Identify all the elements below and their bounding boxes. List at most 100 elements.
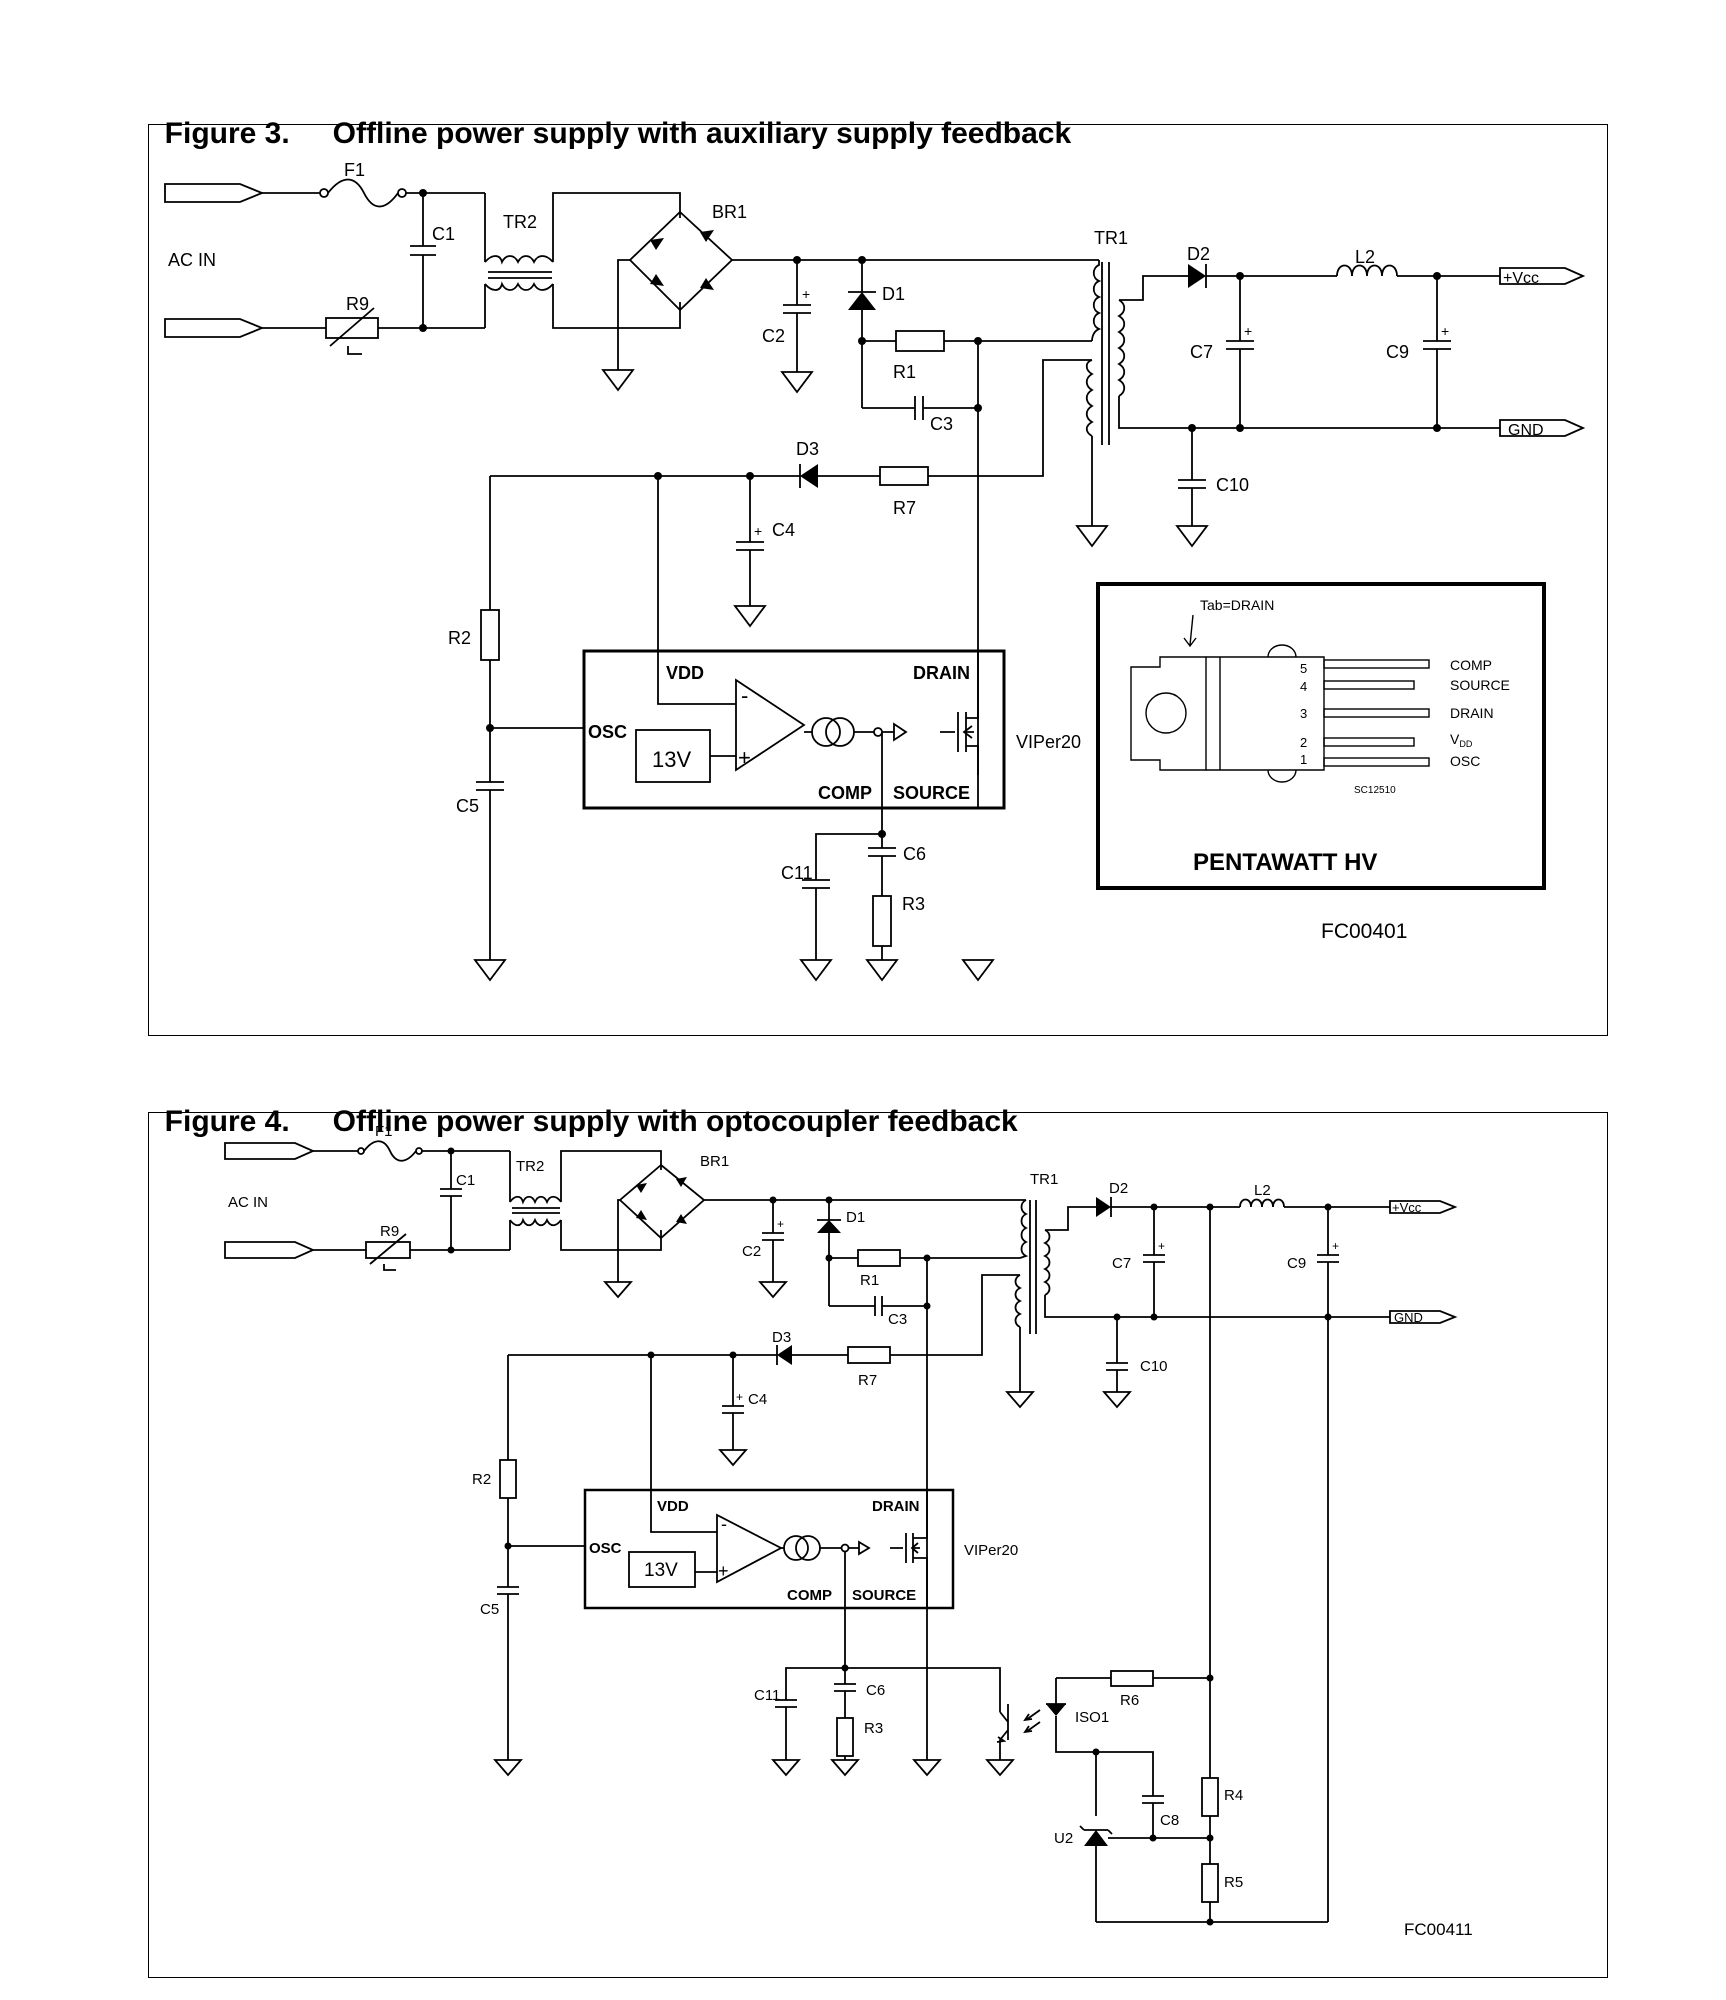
inductor-l2 — [1206, 1198, 1390, 1211]
ic-source-label: SOURCE — [893, 783, 970, 803]
d1-label: D1 — [882, 284, 905, 304]
d3-label: D3 — [796, 439, 819, 459]
pkg-pin-vdd: VDD — [1450, 731, 1473, 749]
ic-comp-label: COMP — [787, 1587, 832, 1604]
capacitor-c10 — [1175, 424, 1209, 548]
feedback-divider — [1096, 1207, 1328, 1926]
capacitor-c3 — [829, 1296, 927, 1316]
c7-label: C7 — [1190, 342, 1213, 362]
resistor-r2 — [480, 476, 584, 732]
ic-drain-label: DRAIN — [872, 1498, 920, 1515]
br1-label: BR1 — [712, 202, 747, 222]
r9-label: R9 — [346, 294, 369, 314]
gnd-connector — [1389, 1310, 1458, 1324]
c10-label: C10 — [1216, 475, 1249, 495]
br1-label: BR1 — [700, 1153, 729, 1170]
vcc-label: +Vcc — [1503, 270, 1539, 287]
ac-input-plugs — [164, 183, 326, 338]
svg-text:+: + — [754, 523, 762, 539]
r6-label: R6 — [1120, 1692, 1139, 1709]
resistor-r1 — [825, 1249, 927, 1267]
optocoupler-iso1 — [985, 1670, 1214, 1816]
c7-label: C7 — [1112, 1255, 1131, 1272]
choke-tr2 — [509, 1150, 662, 1251]
transformer-tr1 — [986, 260, 1500, 526]
r1-label: R1 — [860, 1272, 879, 1289]
c3-label: C3 — [930, 414, 953, 434]
r5-label: R5 — [1224, 1874, 1243, 1891]
viper20-ic — [583, 1355, 955, 1610]
diode-d3 — [508, 1345, 940, 1365]
resistor-r2 — [499, 1355, 585, 1550]
figure4-caption: Offline power supply with optocoupler fe… — [332, 1105, 1018, 1138]
capacitor-c9: + — [1423, 272, 1451, 432]
c10-label: C10 — [1140, 1358, 1168, 1375]
ic-ref-label: 13V — [652, 747, 691, 772]
c11-label: C11 — [754, 1687, 780, 1704]
tr2-label: TR2 — [516, 1158, 544, 1175]
capacitor-c3 — [862, 396, 978, 420]
ic-vdd-label: VDD — [666, 663, 704, 683]
diode-d3 — [490, 464, 986, 488]
r7-label: R7 — [858, 1372, 877, 1389]
r4-label: R4 — [1224, 1787, 1243, 1804]
tab-note: Tab=DRAIN — [1200, 597, 1274, 613]
f1-label: F1 — [375, 1123, 393, 1140]
ic-drain-label: DRAIN — [913, 663, 970, 683]
pkg-pin-5: 5 — [1300, 661, 1307, 676]
ic-vdd-label: VDD — [657, 1498, 689, 1515]
l2-label: L2 — [1355, 247, 1375, 267]
c6-label: C6 — [866, 1682, 885, 1699]
ic-osc-label: OSC — [589, 1540, 622, 1557]
c5-label: C5 — [456, 796, 479, 816]
pkg-pin-1: 1 — [1300, 752, 1307, 767]
c4-label: C4 — [772, 520, 795, 540]
ground-symbol — [1075, 525, 1109, 548]
figure3-title: Figure 3.Offline power supply with auxil… — [148, 83, 1072, 151]
ic-name-label: VIPer20 — [964, 1542, 1018, 1559]
capacitor-c9: + — [1317, 1203, 1339, 1922]
transformer-tr1 — [940, 1199, 1390, 1409]
svg-text:+: + — [1332, 1239, 1339, 1253]
iso1-label: ISO1 — [1075, 1709, 1109, 1726]
capacitor-c7: + — [1143, 1203, 1165, 1321]
pkg-pin-comp: COMP — [1450, 657, 1492, 673]
c4-label: C4 — [748, 1391, 767, 1408]
r2-label: R2 — [472, 1471, 491, 1488]
ic-minus-label: - — [741, 683, 748, 708]
thermistor-r9 — [365, 1233, 510, 1271]
figure4-code: FC00411 — [1404, 1920, 1473, 1939]
c3-label: C3 — [888, 1311, 907, 1328]
drain-node — [923, 1254, 1020, 1760]
ic-plus-label: + — [718, 1561, 729, 1581]
pkg-pin-3: 3 — [1300, 706, 1307, 721]
svg-text:+: + — [777, 1217, 784, 1231]
capacitor-c1 — [440, 1147, 462, 1254]
d3-label: D3 — [772, 1329, 791, 1346]
svg-text:+: + — [1441, 323, 1449, 339]
ic-source-label: SOURCE — [852, 1587, 916, 1604]
r2-label: R2 — [448, 628, 471, 648]
figure4-frame — [148, 1112, 1608, 1978]
d1-label: D1 — [846, 1209, 865, 1226]
ic-plus-label: + — [738, 745, 751, 770]
capacitor-c2: + — [758, 1196, 788, 1299]
capacitor-c10 — [1102, 1313, 1132, 1409]
choke-tr2 — [484, 192, 681, 329]
pkg-code: SC12510 — [1354, 785, 1396, 796]
capacitor-c5 — [473, 728, 507, 982]
pentawatt-package — [1096, 582, 1546, 890]
ic-name-label: VIPer20 — [1016, 732, 1081, 752]
figure3-number: Figure 3. — [164, 117, 290, 150]
resistor-r1 — [858, 330, 978, 352]
capacitor-c4: + — [654, 472, 767, 628]
comp-network — [771, 1608, 1001, 1777]
vcc-label: +Vcc — [1392, 1200, 1422, 1215]
ic-ref-label: 13V — [644, 1560, 678, 1581]
f1-label: F1 — [344, 160, 365, 180]
capacitor-c8 — [1092, 1748, 1210, 1842]
viper20-ic — [582, 476, 1006, 810]
gnd-connector — [1499, 419, 1586, 437]
r1-label: R1 — [893, 362, 916, 382]
